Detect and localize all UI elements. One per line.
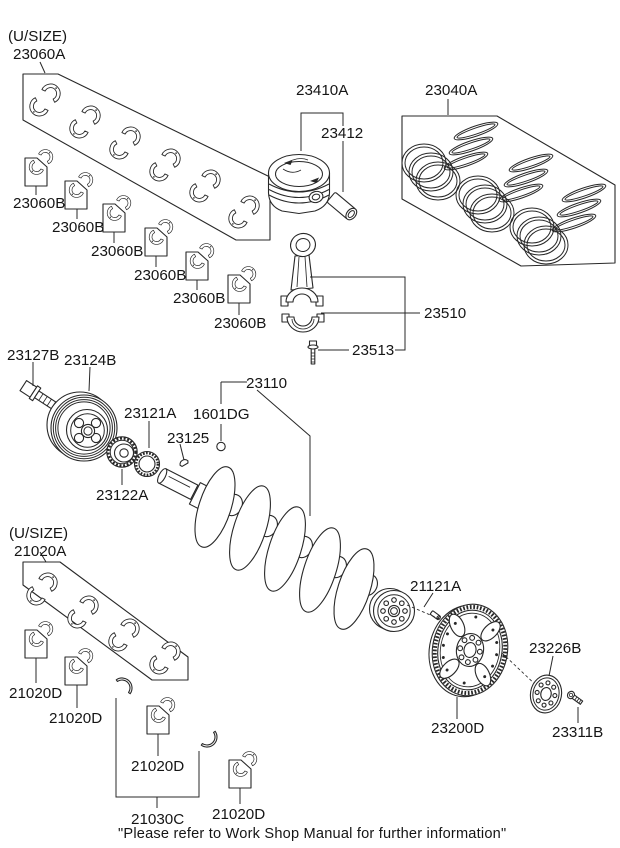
piston-drawing bbox=[267, 153, 331, 215]
usize-label-bottom: (U/SIZE) bbox=[9, 525, 68, 542]
thrust-washer-half bbox=[115, 673, 137, 695]
piston-label-bracket bbox=[300, 112, 344, 192]
adapter-dash-line bbox=[501, 652, 539, 688]
part-label-23060B-6[interactable]: 23060B bbox=[214, 315, 266, 332]
timing-sprocket-drawing bbox=[106, 436, 138, 468]
crank-pulley-drawing bbox=[46, 391, 118, 462]
part-label-23125[interactable]: 23125 bbox=[167, 430, 209, 447]
usize-label-top: (U/SIZE) bbox=[8, 28, 67, 45]
footer-note: "Please refer to Work Shop Manual for fu… bbox=[118, 826, 506, 842]
piston-pin-drawing bbox=[327, 192, 358, 221]
part-label-23127B[interactable]: 23127B bbox=[7, 347, 59, 364]
part-label-23122A[interactable]: 23122A bbox=[96, 487, 149, 504]
part-label-21020D-2[interactable]: 21020D bbox=[49, 710, 102, 727]
toothed-washer-drawing bbox=[133, 450, 161, 478]
rod-label-bracket bbox=[310, 276, 420, 351]
dowel-leader bbox=[423, 592, 434, 608]
connecting-rod-drawing bbox=[280, 232, 325, 333]
thrust-washer-half bbox=[200, 730, 222, 752]
part-label-21121A[interactable]: 21121A bbox=[410, 578, 462, 595]
part-label-21020D-1[interactable]: 21020D bbox=[9, 685, 62, 702]
drive-plate-drawing bbox=[428, 603, 509, 698]
part-label-23412[interactable]: 23412 bbox=[321, 125, 363, 142]
adapter-leader bbox=[548, 655, 554, 677]
part-label-23060B-4[interactable]: 23060B bbox=[134, 267, 186, 284]
part-label-21020D-4[interactable]: 21020D bbox=[212, 806, 265, 823]
part-label-23226B[interactable]: 23226B bbox=[529, 640, 581, 657]
part-label-23060B-1[interactable]: 23060B bbox=[13, 195, 65, 212]
plate-bolt-drawing bbox=[566, 690, 584, 705]
crankshaft-drawing bbox=[157, 466, 416, 633]
part-label-23110[interactable]: 23110 bbox=[246, 375, 287, 392]
part-label-21030C[interactable]: 21030C bbox=[131, 811, 184, 828]
upper-main-bearing-set-drawing bbox=[22, 61, 271, 241]
lower-main-bearings-drawing bbox=[25, 150, 256, 315]
part-label-23060B-3[interactable]: 23060B bbox=[91, 243, 143, 260]
part-label-21020A[interactable]: 21020A bbox=[14, 543, 67, 560]
part-label-23124B[interactable]: 23124B bbox=[64, 352, 116, 369]
lower-bearing-set-drawing bbox=[22, 551, 189, 681]
part-label-23060B-5[interactable]: 23060B bbox=[173, 290, 225, 307]
part-label-23311B[interactable]: 23311B bbox=[552, 724, 603, 741]
pulley-leader-lines bbox=[32, 362, 222, 485]
rod-bolt-drawing bbox=[307, 340, 319, 365]
part-label-23040A[interactable]: 23040A bbox=[425, 82, 478, 99]
part-label-23060A[interactable]: 23060A bbox=[13, 46, 66, 63]
part-label-23513[interactable]: 23513 bbox=[352, 342, 394, 359]
crankshaft-label-bracket bbox=[221, 381, 311, 516]
part-label-23510[interactable]: 23510 bbox=[424, 305, 466, 322]
woodruff-key-drawing bbox=[179, 459, 189, 467]
part-label-23200D[interactable]: 23200D bbox=[431, 720, 484, 737]
adapter-plate-drawing bbox=[529, 674, 563, 714]
piston-ring-set-drawing bbox=[401, 99, 616, 267]
part-label-23060B-2[interactable]: 23060B bbox=[52, 219, 104, 236]
part-label-1601DG[interactable]: 1601DG bbox=[193, 406, 250, 423]
oring-1601dg-drawing bbox=[216, 441, 226, 452]
part-label-23121A[interactable]: 23121A bbox=[124, 405, 177, 422]
part-label-21020D-3[interactable]: 21020D bbox=[131, 758, 184, 775]
part-label-23410A[interactable]: 23410A bbox=[296, 82, 349, 99]
thrust-bearing-items-drawing bbox=[25, 622, 257, 808]
